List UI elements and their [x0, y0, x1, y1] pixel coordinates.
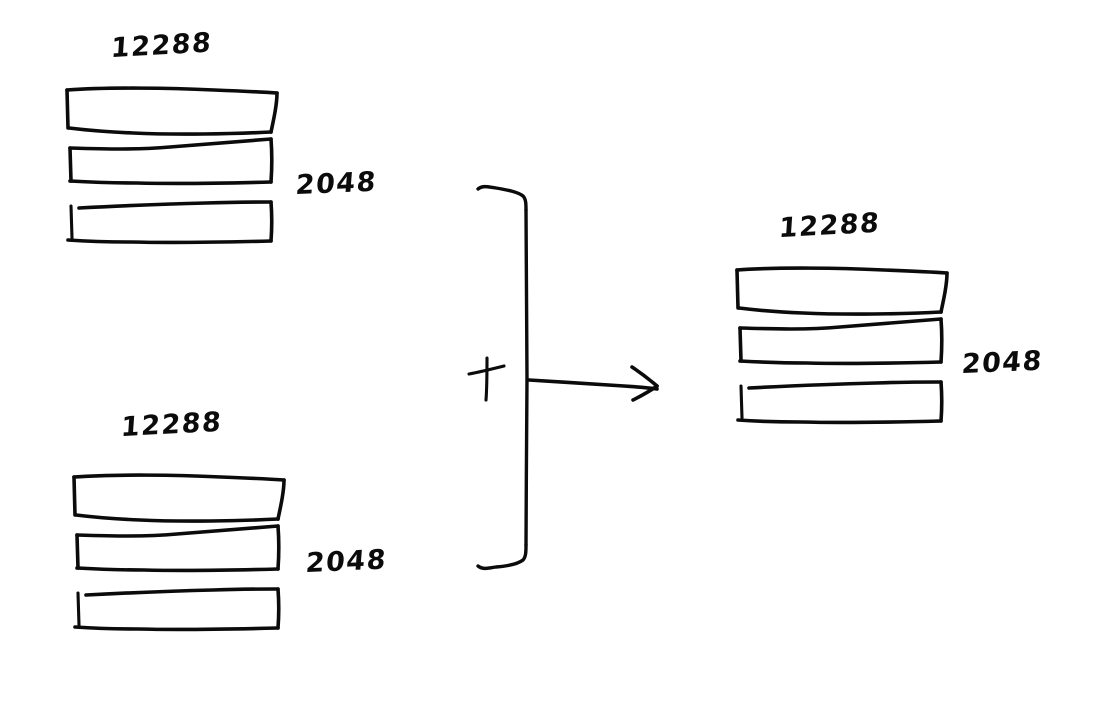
bar-result-3 [736, 380, 944, 425]
grouping-brace-icon [476, 184, 529, 571]
center-operators [467, 184, 659, 571]
label-bottom-left-height: 2048 [304, 544, 389, 580]
bar-top-left-1 [65, 86, 279, 136]
label-result-width: 12288 [777, 207, 882, 245]
label-top-left-height: 2048 [294, 166, 379, 202]
bar-bottom-left-3 [73, 587, 281, 632]
bar-result-3-left-tick [739, 384, 744, 420]
bar-result-2 [738, 317, 944, 366]
label-top-left-width: 12288 [109, 27, 214, 65]
bar-top-left-3 [66, 200, 274, 245]
result-arrow-icon [527, 365, 659, 402]
bar-bottom-left-1 [72, 473, 286, 523]
bar-bottom-left-2 [75, 524, 281, 573]
bar-bottom-left-3-left-tick [76, 591, 81, 627]
group-operand-bottom-left [72, 473, 286, 632]
group-operand-top-left [65, 86, 279, 245]
label-result-height: 2048 [960, 345, 1045, 381]
group-result-right [735, 266, 949, 425]
plus-operator-icon [467, 356, 506, 402]
bar-result-1 [735, 266, 949, 316]
bar-top-left-2 [68, 137, 274, 186]
bar-top-left-3-left-tick [69, 204, 74, 240]
label-bottom-left-width: 12288 [119, 406, 224, 444]
